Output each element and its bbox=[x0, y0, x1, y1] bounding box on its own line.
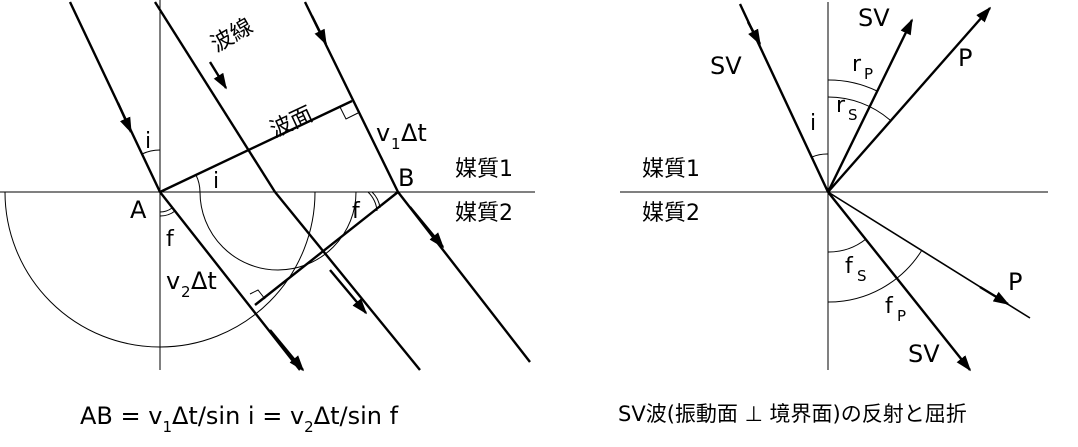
left-diagram: 波線 波面 v 1 Δt v 2 Δt 媒質1 媒質2 A B i i f f … bbox=[0, 0, 535, 436]
reflected-sv-ray bbox=[826, 18, 914, 193]
label-v1dt-tail: Δt bbox=[401, 119, 427, 147]
incident-arrow-1 bbox=[116, 102, 133, 134]
label-right-angle-i: i bbox=[810, 111, 816, 136]
right-angle-mark-1 bbox=[339, 106, 359, 120]
label-sv-refracted: SV bbox=[908, 340, 940, 368]
label-sv-incident: SV bbox=[710, 52, 742, 80]
label-fp-sub: P bbox=[897, 307, 906, 325]
label-rs-main: r bbox=[836, 93, 846, 118]
label-v2dt-tail: Δt bbox=[191, 267, 217, 295]
label-angle-f2: f bbox=[352, 199, 361, 224]
refracted-arrow-1 bbox=[269, 329, 305, 372]
label-rp-main: r bbox=[852, 52, 862, 77]
angle-arc-fp bbox=[827, 249, 923, 303]
label-medium2-left: 媒質2 bbox=[455, 201, 513, 226]
refracted-sv-ray bbox=[827, 191, 971, 372]
label-medium1-right: 媒質1 bbox=[642, 157, 700, 182]
angle-arc-rp bbox=[827, 79, 878, 92]
angle-arc-i2 bbox=[195, 174, 201, 193]
angle-arc-fb-1 bbox=[371, 191, 381, 209]
label-rs-sub: S bbox=[848, 106, 858, 124]
label-fs-sub: S bbox=[857, 267, 867, 285]
wavelet-arc-large bbox=[4, 191, 316, 348]
wavelet-arc-small bbox=[199, 191, 357, 271]
label-p-refracted: P bbox=[1008, 268, 1022, 296]
incident-wavefront bbox=[159, 99, 353, 194]
label-wavefront: 波面 bbox=[266, 102, 316, 143]
formula-sub-2: 2 bbox=[304, 418, 314, 436]
incident-arrow-3 bbox=[310, 15, 328, 46]
formula-part-3: Δt/sin f bbox=[314, 402, 399, 430]
refracted-ray-1 bbox=[159, 191, 301, 371]
label-p-reflected: P bbox=[958, 44, 972, 72]
refracted-wavefront bbox=[254, 191, 399, 306]
label-angle-f: f bbox=[166, 227, 175, 252]
incident-ray-2 bbox=[153, 1, 277, 193]
formula: AB = v1Δt/sin i = v2Δt/sin f bbox=[80, 402, 399, 436]
angle-arc-f-2 bbox=[159, 210, 176, 217]
label-sv-reflected: SV bbox=[858, 4, 890, 32]
formula-part-2: Δt/sin i = v bbox=[172, 402, 304, 430]
label-v2dt-main: v bbox=[166, 267, 180, 295]
caption-right: SV波(振動面 ⊥ 境界面)の反射と屈折 bbox=[618, 402, 967, 426]
refracted-ray-2 bbox=[274, 191, 421, 371]
angle-arc-i bbox=[141, 149, 161, 155]
label-medium1-left: 媒質1 bbox=[455, 157, 513, 182]
label-ray: 波線 bbox=[207, 14, 258, 58]
label-fs-main: f bbox=[845, 254, 854, 279]
label-v1dt-main: v bbox=[376, 119, 390, 147]
incident-sv-arrow bbox=[746, 21, 762, 46]
angle-arc-fs bbox=[827, 238, 867, 253]
incident-ray-1 bbox=[68, 1, 162, 193]
right-angle-mark-2 bbox=[249, 289, 266, 300]
angle-arc-f-1 bbox=[159, 207, 173, 213]
label-point-b: B bbox=[398, 164, 414, 192]
label-angle-i: i bbox=[145, 129, 151, 154]
label-fp-main: f bbox=[885, 294, 894, 319]
reflected-p-ray bbox=[827, 6, 992, 193]
formula-sub-1: 1 bbox=[162, 418, 172, 436]
refracted-arrow-3 bbox=[409, 206, 445, 249]
angle-arc-rs bbox=[827, 96, 891, 121]
incident-arrow-2 bbox=[208, 61, 228, 90]
label-v2dt-sub: 2 bbox=[181, 283, 191, 301]
right-diagram: SV SV P P SV 媒質1 媒質2 i r P r S f S f P S… bbox=[618, 2, 1048, 426]
label-rp-sub: P bbox=[864, 65, 873, 83]
refracted-arrow-2 bbox=[329, 269, 368, 315]
label-v1dt-sub: 1 bbox=[391, 135, 401, 153]
label-medium2-right: 媒質2 bbox=[642, 201, 700, 226]
angle-arc-right-i bbox=[811, 153, 829, 158]
label-point-a: A bbox=[130, 196, 147, 224]
refracted-p-arrow bbox=[979, 285, 1010, 306]
angle-arc-fb-2 bbox=[367, 191, 378, 212]
label-angle-i2: i bbox=[213, 169, 219, 194]
formula-part-1: AB = v bbox=[80, 402, 162, 430]
